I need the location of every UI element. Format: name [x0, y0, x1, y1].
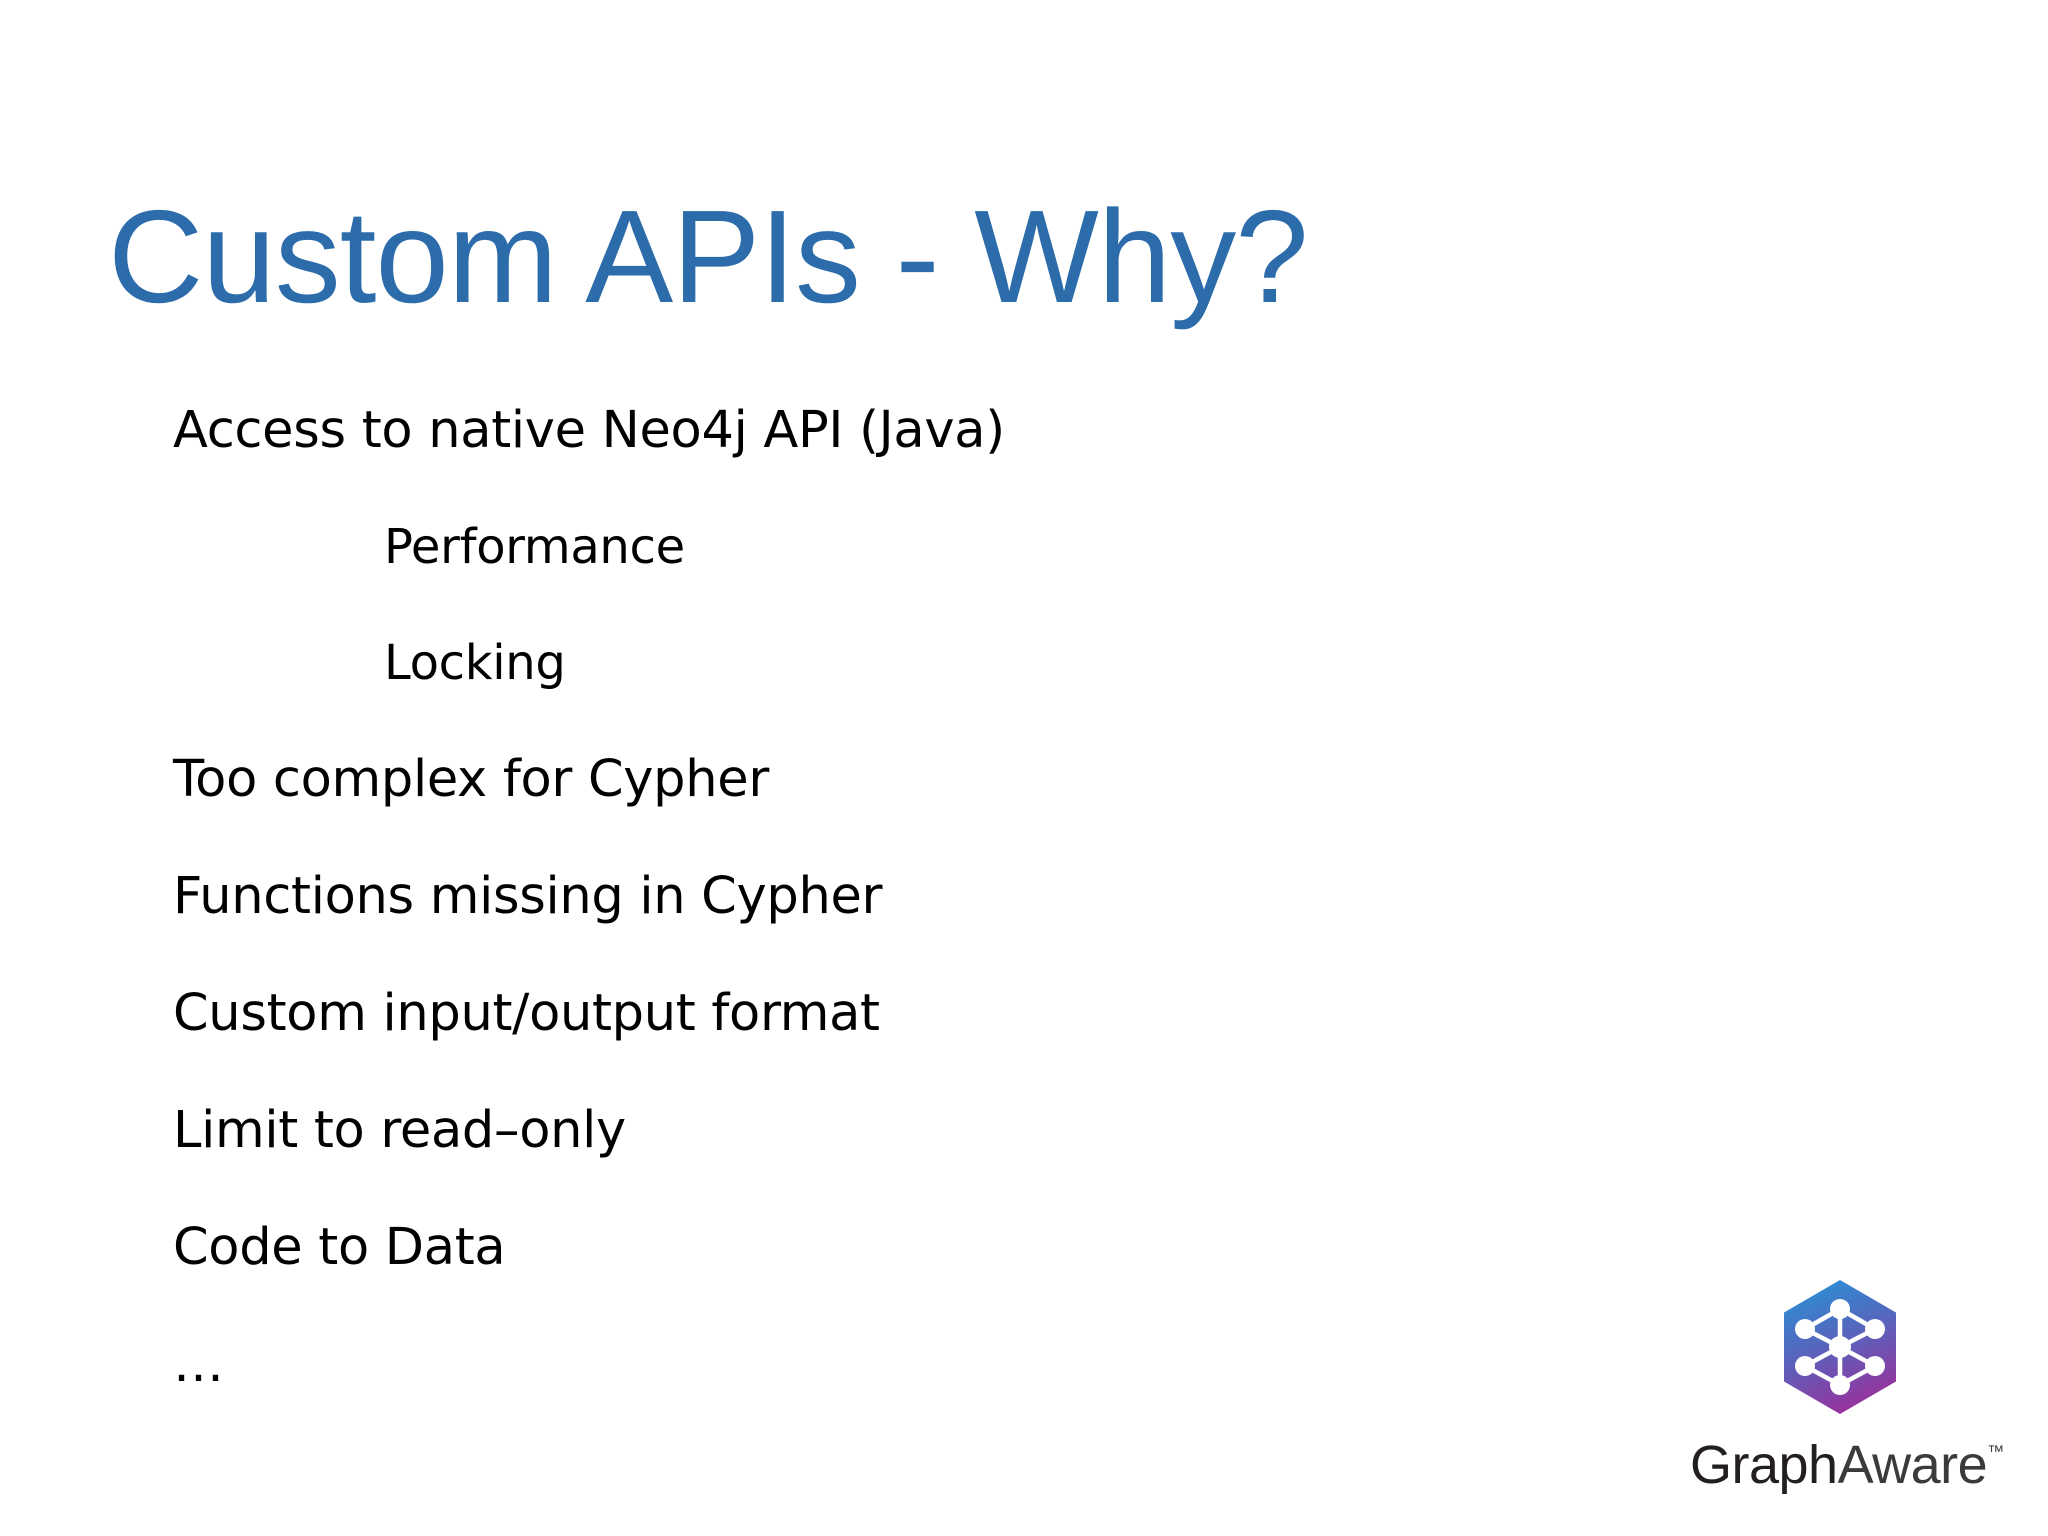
list-item: Functions missing in Cypher — [0, 838, 2048, 955]
bullet-list: Access to native Neo4j API (Java) Perfor… — [0, 372, 2048, 1423]
page-title: Custom APIs - Why? — [108, 183, 1309, 331]
list-item-label: Locking — [384, 635, 566, 691]
hexagon-bullet-icon — [100, 1232, 128, 1264]
list-item-label: Custom input/output format — [173, 984, 880, 1043]
list-item-label: Limit to read–only — [173, 1101, 626, 1160]
list-item: Too complex for Cypher — [0, 721, 2048, 838]
hexagon-bullet-icon — [100, 881, 128, 913]
list-item-label: Code to Data — [173, 1218, 506, 1277]
list-item: Locking — [0, 605, 2048, 721]
list-item-label: … — [173, 1335, 224, 1394]
hexagon-bullet-icon — [100, 415, 128, 447]
wordmark-graph: Graph — [1690, 1435, 1838, 1495]
hexagon-bullet-icon — [100, 1349, 128, 1381]
graphaware-hexagon-network-icon — [1784, 1280, 1896, 1414]
list-item: … — [0, 1306, 2048, 1423]
hexagon-bullet-icon — [318, 535, 340, 560]
list-item: Code to Data — [0, 1189, 2048, 1306]
list-item-label: Performance — [384, 519, 685, 575]
graphaware-wordmark: GraphAware™ — [1690, 1420, 2004, 1495]
list-item-label: Access to native Neo4j API (Java) — [173, 401, 1005, 460]
wordmark-aware: Aware — [1837, 1435, 1988, 1495]
list-item-label: Functions missing in Cypher — [173, 867, 883, 926]
trademark-symbol: ™ — [1987, 1442, 2005, 1461]
list-item: Custom input/output format — [0, 955, 2048, 1072]
list-item: Limit to read–only — [0, 1072, 2048, 1189]
list-item: Performance — [0, 489, 2048, 605]
hexagon-bullet-icon — [318, 651, 340, 676]
hexagon-bullet-icon — [100, 1115, 128, 1147]
hexagon-bullet-icon — [100, 764, 128, 796]
graphaware-logo: GraphAware™ — [1690, 1278, 2004, 1510]
list-item-label: Too complex for Cypher — [173, 750, 770, 809]
hexagon-bullet-icon — [100, 998, 128, 1030]
list-item: Access to native Neo4j API (Java) — [0, 372, 2048, 489]
